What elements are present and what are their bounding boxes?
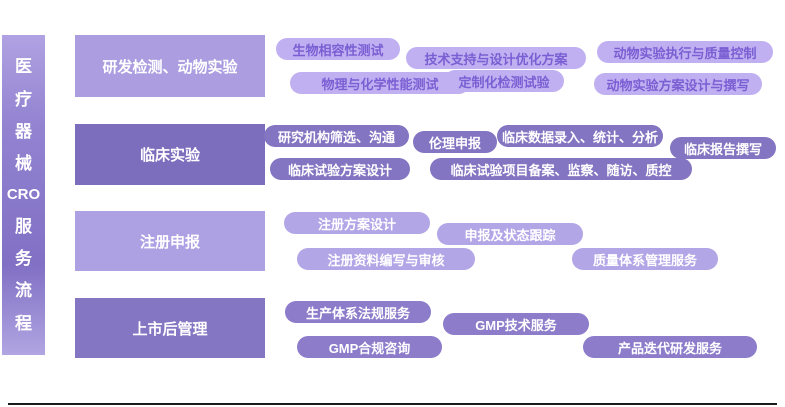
service-pill-trial-protocol: 临床试验方案设计 bbox=[270, 158, 410, 180]
service-pill-registration-plan: 注册方案设计 bbox=[284, 212, 430, 234]
vertical-title-banner: 医 疗 器 械 CRO 服 务 流 程 bbox=[2, 35, 45, 355]
service-pill-trial-filing-monitor: 临床试验项目备案、监察、随访、质控 bbox=[430, 158, 692, 180]
service-pill-physchem-test: 物理与化学性能测试 bbox=[290, 72, 470, 94]
banner-char: CRO bbox=[6, 186, 41, 204]
service-pill-ethics-submission: 伦理申报 bbox=[413, 131, 497, 153]
service-pill-clinical-report: 临床报告撰写 bbox=[670, 137, 776, 159]
banner-char: 疗 bbox=[15, 89, 32, 109]
bottom-divider-line bbox=[8, 403, 777, 405]
banner-char: 流 bbox=[15, 281, 32, 301]
banner-char: 务 bbox=[15, 249, 32, 269]
service-pill-gmp-compliance: GMP合规咨询 bbox=[297, 336, 442, 358]
service-pill-custom-testing: 定制化检测试验 bbox=[444, 70, 564, 92]
category-clinical-trial: 临床实验 bbox=[75, 124, 265, 185]
banner-char: 医 bbox=[15, 57, 32, 77]
service-pill-biocompatibility-test: 生物相容性测试 bbox=[276, 38, 400, 60]
service-pill-data-entry-stats: 临床数据录入、统计、分析 bbox=[497, 125, 663, 147]
service-pill-tech-support-design-opt: 技术支持与设计优化方案 bbox=[406, 47, 586, 69]
category-rd-testing-animal: 研发检测、动物实验 bbox=[75, 35, 265, 97]
service-pill-animal-protocol-writing: 动物实验方案设计与撰写 bbox=[594, 73, 762, 95]
service-pill-gmp-tech-service: GMP技术服务 bbox=[443, 313, 589, 335]
banner-char: 械 bbox=[15, 154, 32, 174]
service-pill-dossier-writing: 注册资料编写与审核 bbox=[297, 248, 475, 270]
service-pill-production-regulatory: 生产体系法规服务 bbox=[285, 301, 431, 323]
service-pill-product-iteration-rd: 产品迭代研发服务 bbox=[583, 336, 757, 358]
service-pill-animal-exec-qc: 动物实验执行与质量控制 bbox=[597, 41, 773, 63]
category-registration: 注册申报 bbox=[75, 211, 265, 271]
banner-char: 器 bbox=[15, 121, 32, 141]
service-pill-site-screening: 研究机构筛选、沟通 bbox=[264, 125, 409, 147]
service-pill-filing-tracking: 申报及状态跟踪 bbox=[437, 223, 583, 245]
banner-char: 服 bbox=[15, 216, 32, 236]
banner-char: 程 bbox=[15, 313, 32, 333]
category-post-market: 上市后管理 bbox=[75, 298, 265, 358]
service-pill-qms-service: 质量体系管理服务 bbox=[572, 248, 718, 270]
